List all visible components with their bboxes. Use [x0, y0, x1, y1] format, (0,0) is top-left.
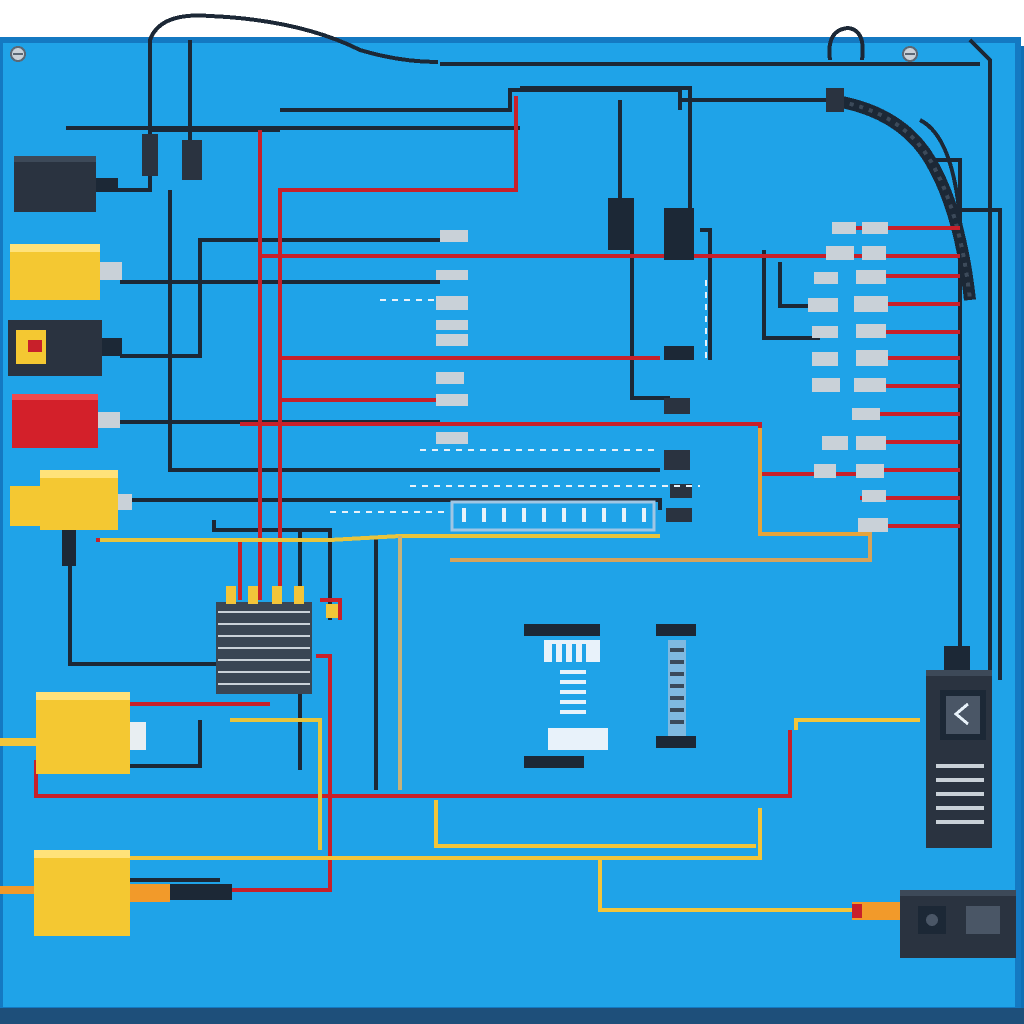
- yellow-wires: [0, 428, 920, 912]
- chip-icon: [524, 624, 696, 768]
- handheld-device-icon: [926, 646, 992, 848]
- coiled-cable: [826, 88, 976, 301]
- plug-connector-icon: [36, 692, 146, 774]
- resistor-column: [808, 222, 888, 532]
- plug-connector-icon: [8, 320, 122, 376]
- screw-icon: [10, 46, 26, 62]
- trace-lines: [330, 280, 707, 513]
- red-wires: [34, 96, 960, 892]
- plug-connector-icon: [10, 244, 122, 300]
- switch-icon: [664, 346, 694, 522]
- terminal-box-icon: [852, 890, 1016, 958]
- board-bottom-lip: [0, 1008, 1024, 1024]
- plug-connector-icon: [34, 850, 232, 936]
- plug-connector-icon: [10, 470, 132, 566]
- power-adapter-icon: [14, 156, 118, 212]
- resistor-icon: [436, 230, 468, 444]
- inline-connector-icon: [142, 134, 694, 260]
- header-strip: [450, 500, 656, 532]
- plug-connector-icon: [12, 394, 120, 448]
- screw-icon: [902, 46, 918, 62]
- resistor-bank: [216, 586, 338, 694]
